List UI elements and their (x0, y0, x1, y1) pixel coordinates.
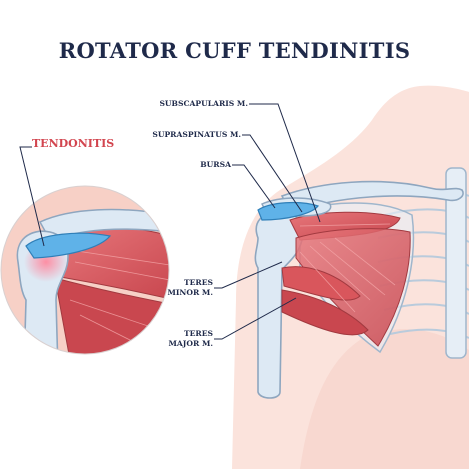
body-shadow (300, 329, 469, 469)
sternum (445, 167, 467, 359)
leader-lines (214, 103, 321, 340)
label-teres-minor: TERES MINOR M. (160, 278, 213, 298)
tendonitis-leader (19, 146, 45, 247)
shoulder-diagram (232, 85, 469, 469)
muscle-fibers (299, 223, 396, 313)
teres-minor-muscle (281, 266, 361, 301)
bursa (257, 201, 319, 221)
zoom-circle (0, 185, 170, 355)
label-teres-minor-line1: TERES (183, 278, 213, 287)
label-subscapularis: SUBSCAPULARIS M. (159, 99, 248, 108)
label-teres-major-line1: TERES (183, 329, 213, 338)
label-supraspinatus: SUPRASPINATUS M. (152, 130, 241, 139)
label-teres-major-line2: MAJOR M. (168, 339, 213, 348)
clavicle (280, 180, 464, 213)
label-teres-major: TERES MAJOR M. (160, 329, 213, 349)
subscapularis-muscle (295, 228, 411, 347)
label-bursa: BURSA (200, 160, 231, 169)
teres-major-muscle (281, 289, 369, 336)
zoom-bursa (25, 232, 112, 259)
page-title: ROTATOR CUFF TENDINITIS (58, 38, 411, 63)
label-teres-minor-line2: MINOR M. (167, 288, 213, 297)
label-tendonitis: TENDONITIS (32, 137, 115, 150)
